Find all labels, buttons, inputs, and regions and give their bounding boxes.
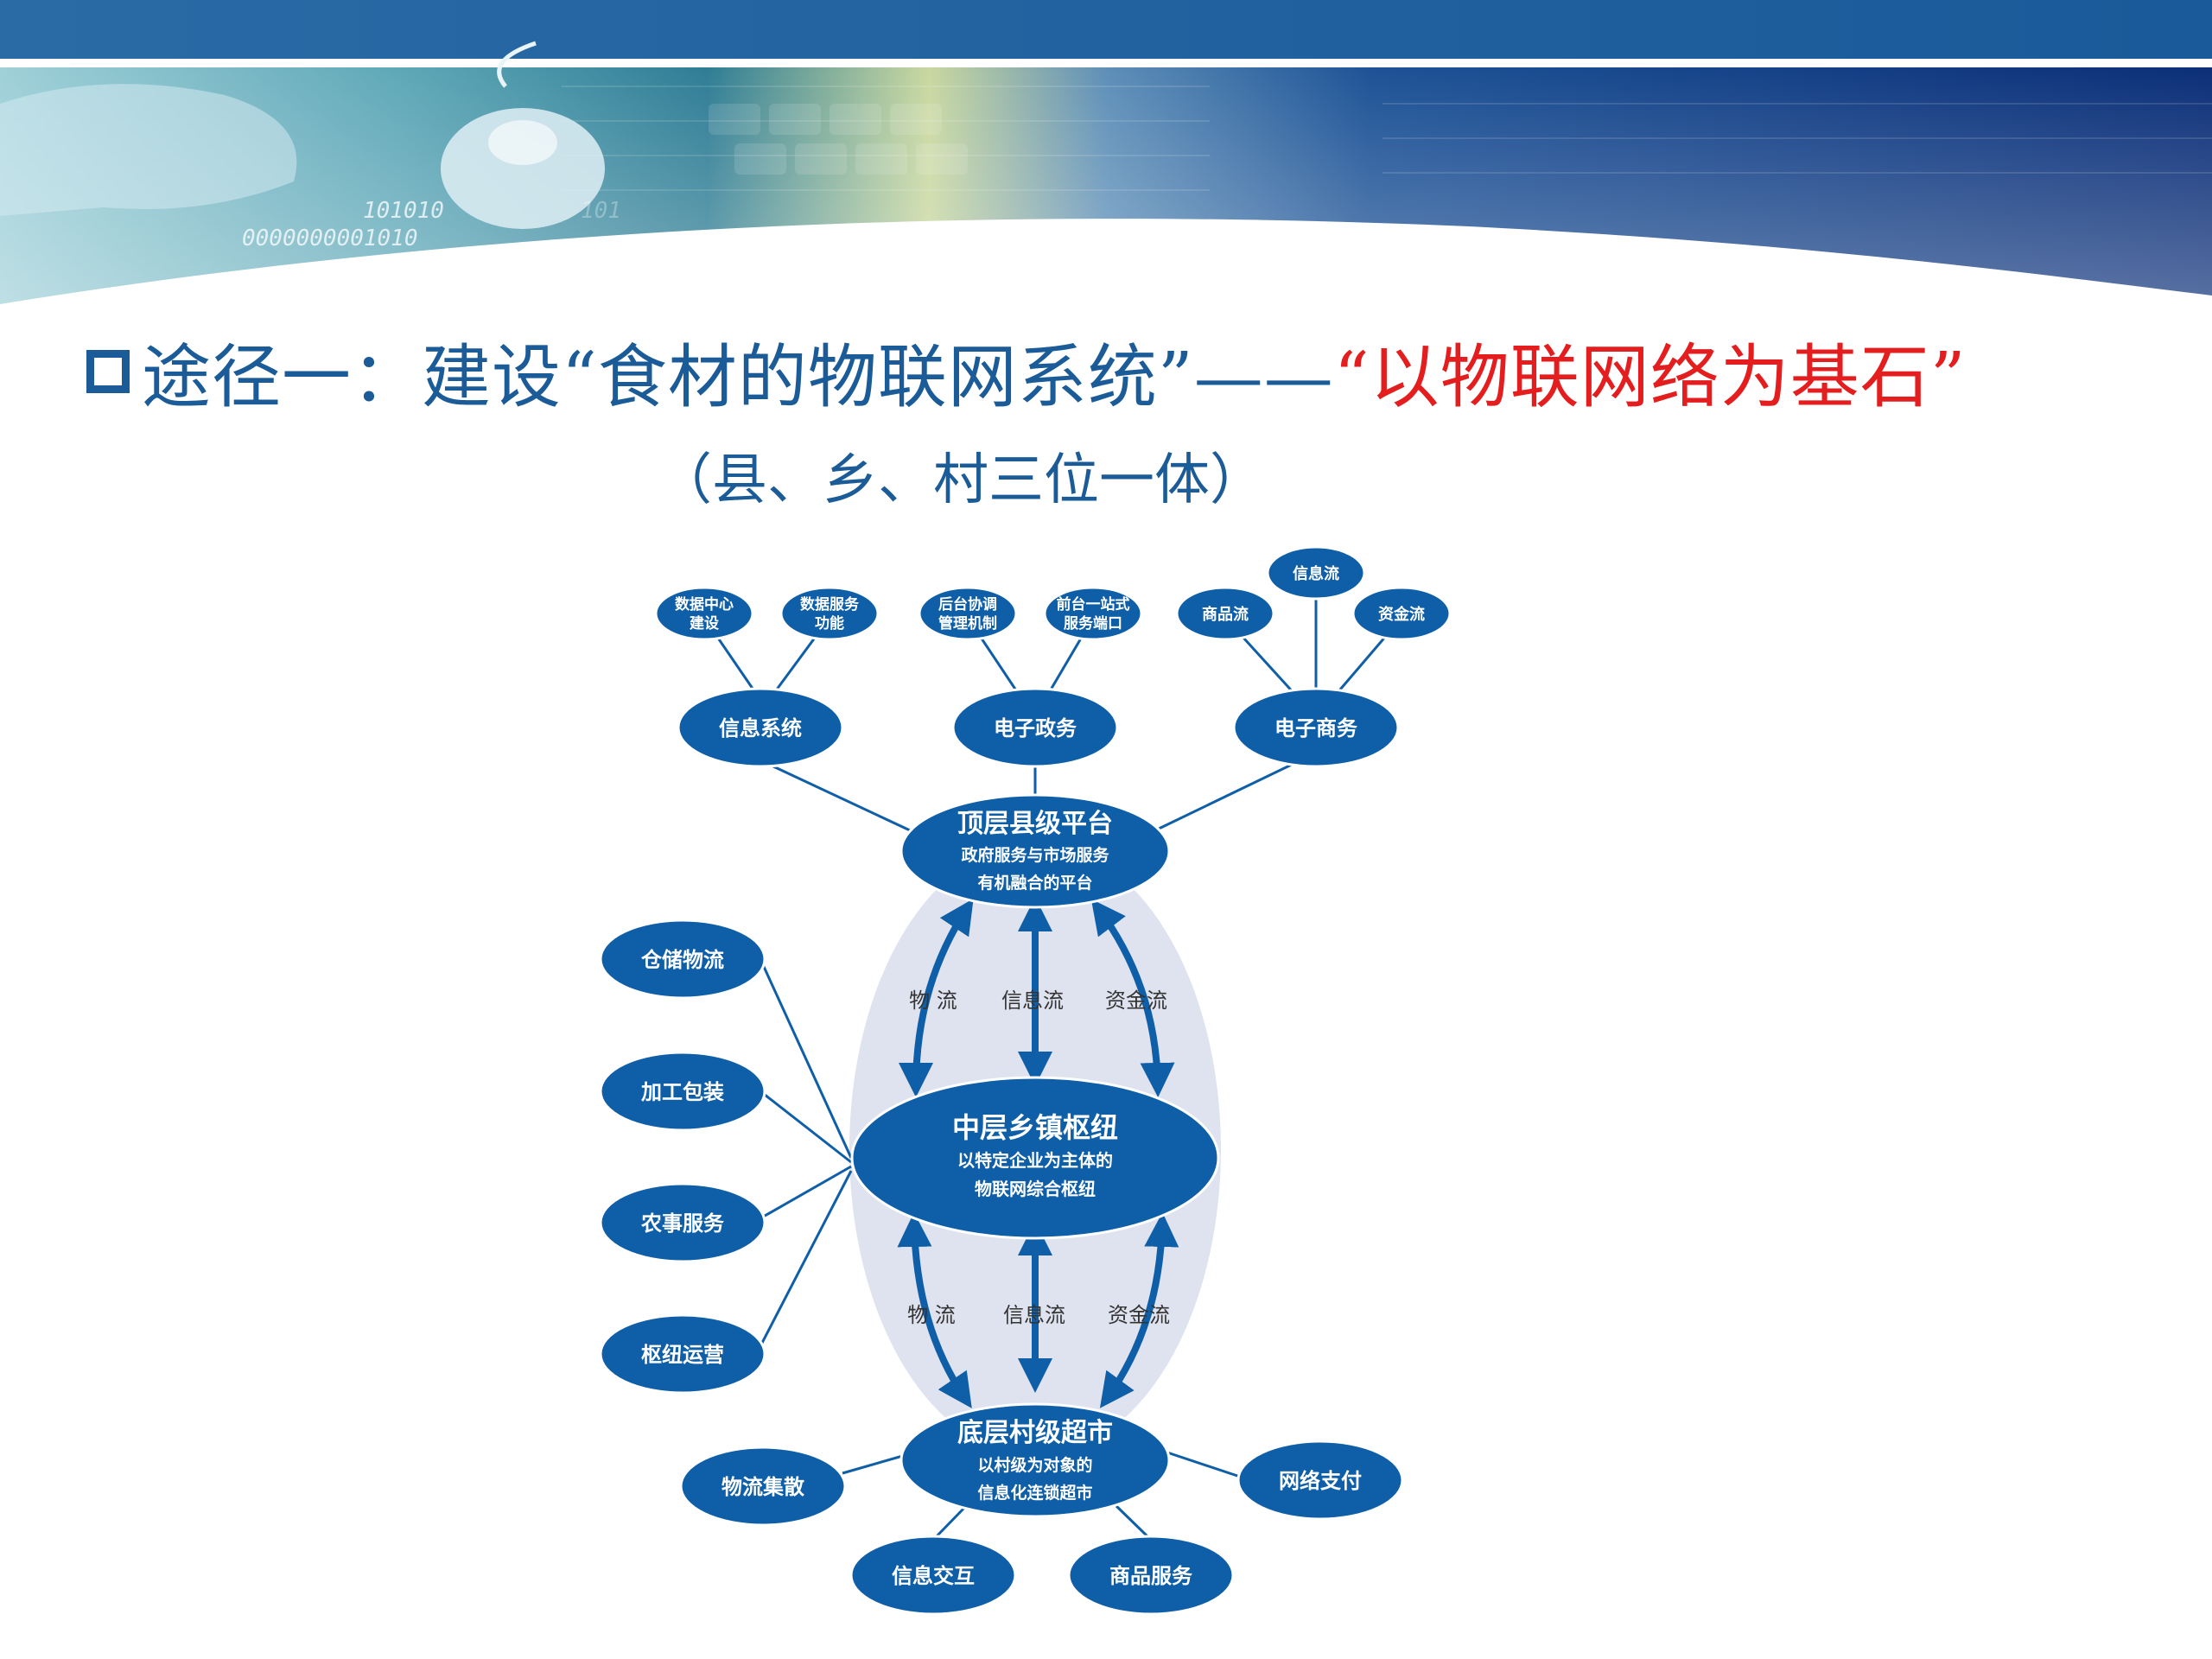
label-top-platform-line2: 有机融合的平台 xyxy=(977,873,1092,893)
node-middle-hub xyxy=(850,1076,1220,1240)
label-data-service-1: 数据服务 xyxy=(800,595,860,613)
node-processing-packaging xyxy=(599,1051,766,1132)
mouse-icon xyxy=(441,41,605,229)
label-top-platform-line1: 政府服务与市场服务 xyxy=(961,845,1109,865)
label-backend-1: 后台协调 xyxy=(938,595,997,613)
banner-top-band xyxy=(0,0,2212,59)
label-hub-operation: 枢纽运营 xyxy=(641,1343,724,1367)
flow-label-fund-lower: 资金流 xyxy=(1108,1303,1170,1327)
node-data-center xyxy=(654,586,754,641)
node-data-service xyxy=(779,586,880,641)
title-main: 途径一：建设“食材的物联网系统”—— xyxy=(142,337,1334,417)
banner-binary-bottom: 0000000001010 xyxy=(242,226,418,251)
flow-label-info-lower: 信息流 xyxy=(1003,1303,1065,1327)
slide-subtitle: （县、乡、村三位一体） xyxy=(657,448,1265,512)
label-backend-2: 管理机制 xyxy=(938,614,997,632)
node-logistics-hub xyxy=(679,1446,847,1527)
label-info-system: 信息系统 xyxy=(719,716,802,741)
label-warehouse-logistics: 仓储物流 xyxy=(640,948,724,972)
node-fund-flow xyxy=(1351,586,1452,641)
node-info-system xyxy=(677,687,844,768)
banner-binary-top: 101010 xyxy=(363,198,444,224)
header-banner: 101010 0000000001010 101 xyxy=(0,0,2212,328)
node-top-platform xyxy=(899,793,1171,909)
label-e-gov: 电子政务 xyxy=(994,716,1077,741)
node-info-exchange xyxy=(849,1535,1017,1616)
label-data-center-1: 数据中心 xyxy=(675,595,734,613)
node-e-gov xyxy=(951,687,1119,768)
square-bullet-icon xyxy=(86,350,130,393)
label-bottom-market-title: 底层村级超市 xyxy=(957,1418,1113,1448)
flow-label-fund-upper: 资金流 xyxy=(1105,988,1167,1013)
label-middle-hub-title: 中层乡镇枢纽 xyxy=(952,1111,1118,1144)
title-highlight: “以物联网络为基石” xyxy=(1333,337,1967,417)
node-goods-flow xyxy=(1175,586,1275,641)
label-network-payment: 网络支付 xyxy=(1279,1469,1362,1493)
slide-title: 途径一：建设“食材的物联网系统”—— “以物联网络为基石” xyxy=(86,324,1967,419)
node-hub-operation xyxy=(599,1313,766,1395)
label-bottom-market-line2: 信息化连锁超市 xyxy=(977,1483,1092,1503)
label-middle-hub-line2: 物联网综合枢纽 xyxy=(975,1179,1096,1199)
label-fund-flow: 资金流 xyxy=(1378,605,1425,624)
label-e-commerce: 电子商务 xyxy=(1274,716,1358,741)
flow-label-logistics-lower: 物 流 xyxy=(907,1303,956,1327)
node-bottom-market xyxy=(899,1402,1171,1518)
node-frontend xyxy=(1043,586,1143,641)
label-top-platform-title: 顶层县级平台 xyxy=(957,809,1113,839)
label-processing-packaging: 加工包装 xyxy=(641,1080,724,1104)
label-frontend-1: 前台一站式 xyxy=(1057,595,1130,613)
label-data-service-2: 功能 xyxy=(815,614,844,632)
label-frontend-2: 服务端口 xyxy=(1064,614,1122,632)
flow-label-info-upper: 信息流 xyxy=(1001,988,1064,1013)
flow-arrows-upper xyxy=(899,897,1175,1097)
flow-arrows-lower xyxy=(897,1212,1179,1408)
label-info-exchange: 信息交互 xyxy=(892,1564,975,1588)
label-goods-service: 商品服务 xyxy=(1109,1564,1193,1588)
label-farming-service: 农事服务 xyxy=(640,1211,725,1236)
node-backend xyxy=(918,586,1018,641)
node-info-flow xyxy=(1266,545,1366,601)
label-data-center-2: 建设 xyxy=(690,614,719,632)
label-logistics-hub: 物流集散 xyxy=(721,1475,804,1499)
node-warehouse-logistics xyxy=(599,918,766,1000)
node-e-commerce xyxy=(1232,687,1400,768)
label-middle-hub-line1: 以特定企业为主体的 xyxy=(957,1150,1113,1171)
label-info-flow: 信息流 xyxy=(1293,564,1339,583)
node-goods-service xyxy=(1067,1535,1235,1616)
connector-lines xyxy=(702,594,1403,1540)
node-farming-service xyxy=(599,1182,766,1263)
banner-binary-faint: 101 xyxy=(581,198,621,224)
label-bottom-market-line1: 以村级为对象的 xyxy=(977,1455,1092,1475)
banner-swoosh xyxy=(0,219,2212,328)
node-network-payment xyxy=(1236,1440,1404,1521)
flow-label-logistics-upper: 物 流 xyxy=(909,988,957,1013)
label-goods-flow: 商品流 xyxy=(1202,605,1249,624)
